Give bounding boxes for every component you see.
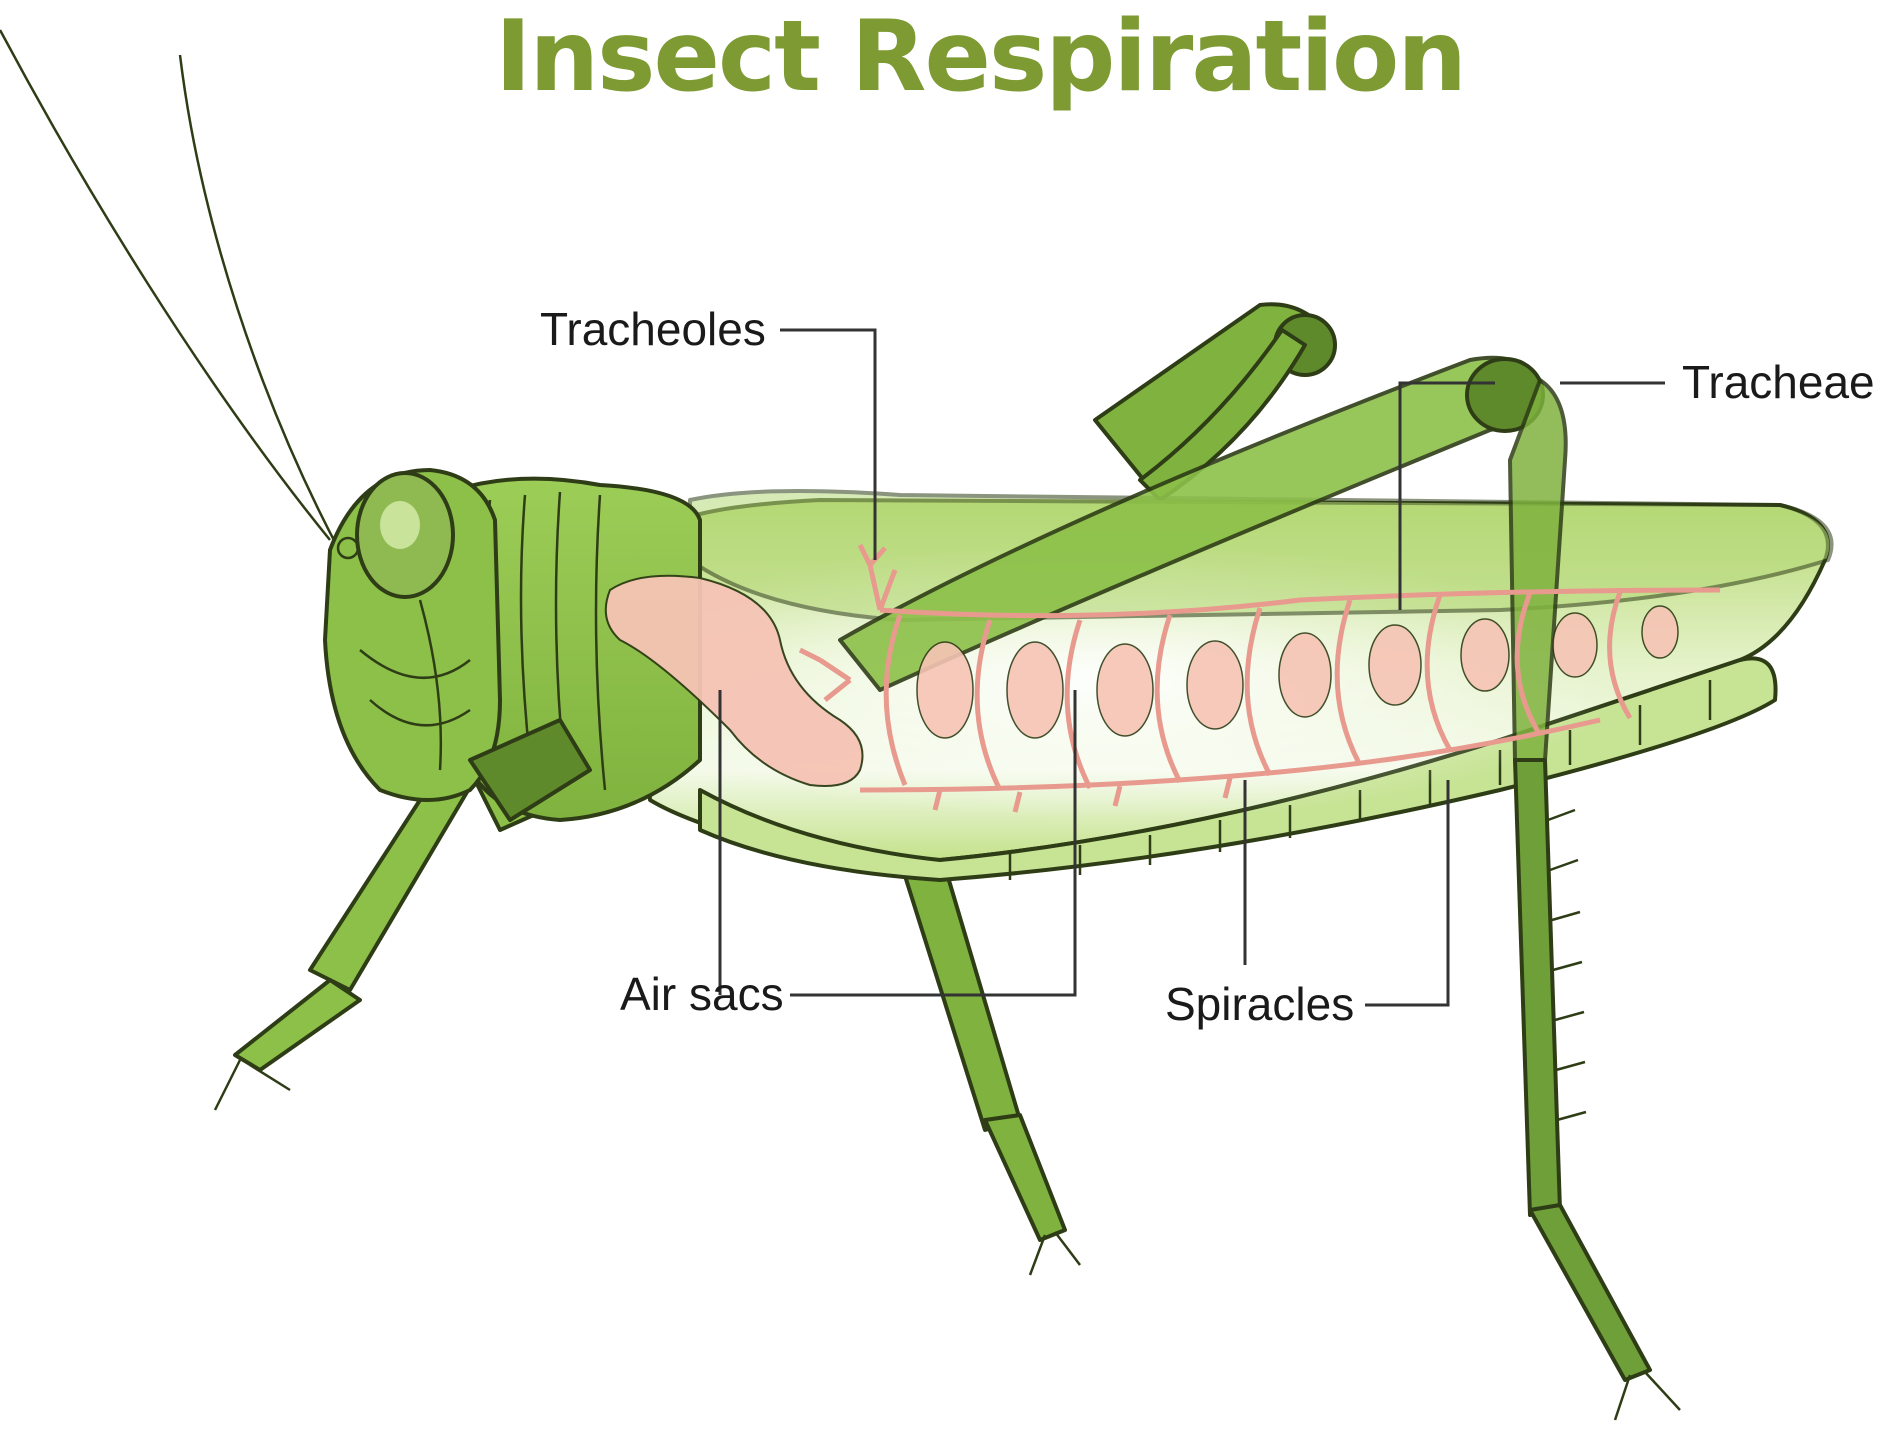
antennae [0, 30, 338, 548]
label-air-sacs: Air sacs [620, 968, 784, 1020]
page-title: Insect Respiration [495, 0, 1465, 114]
label-tracheae: Tracheae [1682, 356, 1875, 408]
label-tracheoles: Tracheoles [540, 303, 766, 355]
label-spiracles: Spiracles [1165, 978, 1354, 1030]
middle-leg [900, 850, 1080, 1275]
